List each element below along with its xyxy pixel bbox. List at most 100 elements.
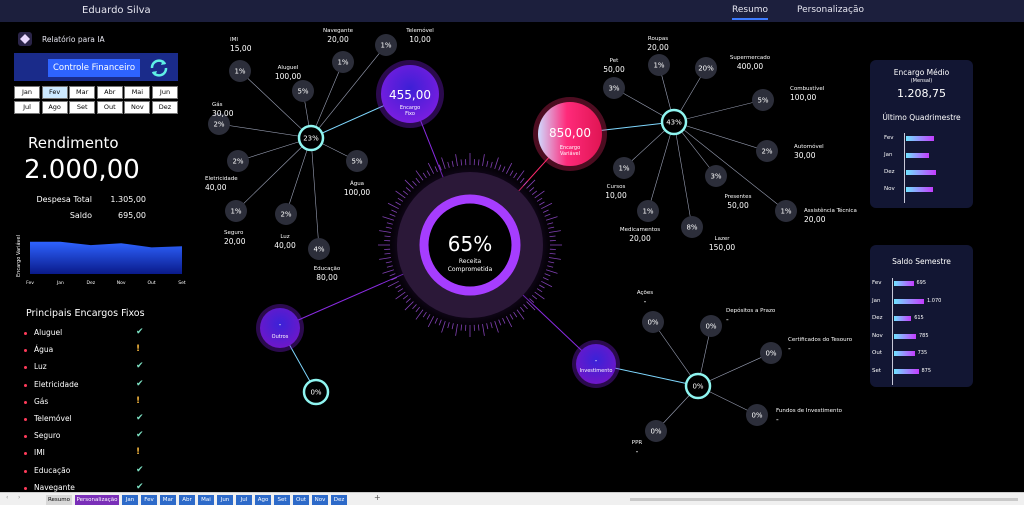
prev-sheet-icon[interactable]: ‹: [6, 494, 9, 501]
month-button-out[interactable]: Out: [96, 101, 123, 114]
month-button-ago[interactable]: Ago: [41, 101, 68, 114]
sheet-tab-abr[interactable]: Abr: [179, 495, 195, 505]
encargo-medio-panel: Encargo Médio (Mensal) 1.208,75 Último Q…: [870, 60, 973, 208]
ai-report-icon[interactable]: [18, 32, 32, 46]
chart-axis: [904, 133, 905, 203]
invest_nodes-node-name: Certificados do Tesouro: [788, 337, 853, 343]
invest_nodes-node[interactable]: 0%Fundos de Investimento-: [746, 404, 843, 426]
invest_nodes-node[interactable]: 0%PPR-: [632, 420, 667, 456]
center-tick: [384, 252, 391, 255]
month-button-dez[interactable]: Dez: [152, 101, 178, 114]
variable_nodes-node-value: 50,00: [727, 201, 749, 210]
fixed-expense-name: Navegante: [34, 482, 75, 492]
center-tick: [451, 323, 454, 330]
bullet-icon: [24, 452, 27, 456]
investimento-value: -: [595, 357, 598, 365]
month-button-nov[interactable]: Nov: [124, 101, 151, 114]
investimento-node[interactable]: -Investimento: [572, 340, 620, 388]
center-tick: [547, 222, 554, 225]
sheet-tab-nov[interactable]: Nov: [312, 495, 328, 505]
refresh-icon[interactable]: [148, 57, 170, 79]
sheet-tab-jul[interactable]: Jul: [236, 495, 252, 505]
sheet-tab-mai[interactable]: Mai: [198, 495, 214, 505]
sheet-tab-out[interactable]: Out: [293, 495, 309, 505]
center-tick: [387, 202, 399, 210]
check-icon: ✔: [136, 481, 144, 492]
month-button-mai[interactable]: Mai: [124, 86, 151, 99]
edge: [310, 44, 387, 139]
receita-label: Receita: [459, 258, 482, 265]
sheet-tab-ago[interactable]: Ago: [255, 495, 271, 505]
horizontal-scrollbar[interactable]: [630, 498, 1018, 501]
variable_nodes-node-name: Roupas: [648, 36, 668, 42]
month-button-fev[interactable]: Fev: [41, 86, 68, 99]
add-sheet-icon[interactable]: +: [374, 493, 381, 502]
center-tick: [395, 291, 406, 300]
bullet-icon: [24, 469, 27, 473]
sheet-tab-jan[interactable]: Jan: [122, 495, 138, 505]
month-button-jan[interactable]: Jan: [14, 86, 40, 99]
tab-personalizacao[interactable]: Personalização: [797, 5, 864, 15]
fixed_nodes-node-pct: 5%: [297, 88, 308, 96]
sheet-tab-dez[interactable]: Dez: [331, 495, 347, 505]
center-tick: [505, 162, 513, 174]
month-button-set[interactable]: Set: [69, 101, 96, 114]
check-icon: ✔: [136, 464, 144, 475]
month-button-jul[interactable]: Jul: [14, 101, 40, 114]
center-tick: [455, 323, 458, 336]
fixed-expense-row: Seguro✔: [24, 430, 154, 445]
month-button-abr[interactable]: Abr: [96, 86, 123, 99]
bullet-icon: [24, 366, 27, 370]
next-sheet-icon[interactable]: ›: [18, 494, 21, 501]
month-button-jun[interactable]: Jun: [152, 86, 178, 99]
ai-report-link[interactable]: Relatório para IA: [42, 35, 105, 44]
sheet-tab-set[interactable]: Set: [274, 495, 290, 505]
variable_nodes-node-circle: [695, 57, 717, 79]
variable-hub-ring[interactable]: 43%: [660, 108, 688, 136]
fixed_nodes-node-circle: [227, 150, 249, 172]
fixed-hub-ring[interactable]: 23%: [297, 124, 325, 152]
variable_nodes-node-circle: [705, 165, 727, 187]
invest_nodes-node[interactable]: 0%Certificados do Tesouro-: [760, 337, 853, 364]
invest_nodes-node[interactable]: 0%Depósitos a Prazo-: [700, 307, 776, 337]
outros-hub-ring[interactable]: 0%: [302, 378, 330, 406]
center-tick: [541, 202, 553, 210]
bar-row: Fev: [870, 135, 973, 146]
tab-resumo[interactable]: Resumo: [732, 5, 769, 20]
encargo-variavel-value: 850,00: [549, 126, 591, 140]
sheet-tab-fev[interactable]: Fev: [141, 495, 157, 505]
sheet-tab-mar[interactable]: Mar: [160, 495, 176, 505]
sheet-tab-jun[interactable]: Jun: [217, 495, 233, 505]
invest-hub-ring[interactable]: 0%: [684, 372, 712, 400]
month-button-mar[interactable]: Mar: [69, 86, 96, 99]
controle-financeiro-button[interactable]: Controle Financeiro: [48, 59, 140, 77]
sheet-tab-personalizacao[interactable]: Personalização: [75, 495, 119, 505]
outros-node[interactable]: -Outros: [256, 304, 304, 352]
invest_nodes-node[interactable]: 0%Ações-: [637, 290, 664, 333]
sheet-tab-resumo[interactable]: Resumo: [46, 495, 72, 505]
